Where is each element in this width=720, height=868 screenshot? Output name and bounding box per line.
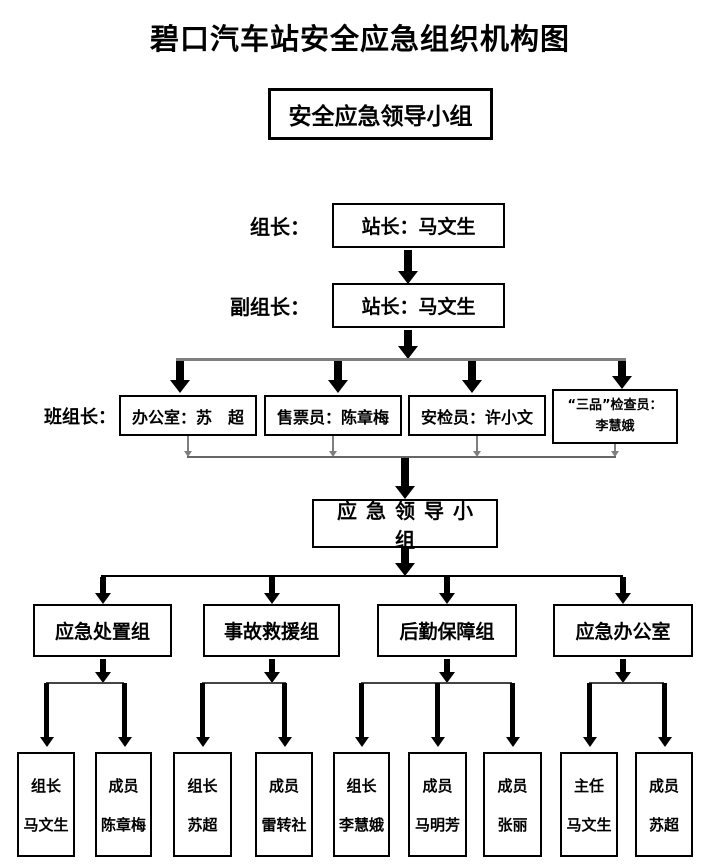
arrow-down [444,659,450,672]
label-leader: 组长： [250,215,310,239]
arrow-down [282,683,287,737]
member-name: 马文生 [23,815,69,834]
member-role: 主任 [573,776,604,795]
arrow-down [334,361,342,380]
box-label-line1: “三品”检查员： [567,398,663,414]
member-name: 苏超 [648,815,679,834]
member-name: 马明芳 [414,815,460,834]
arrow-down [662,683,667,737]
member-role: 成员 [268,776,299,795]
member-box: 组长 李慧娥 [333,752,390,857]
member-box: 组长 马文生 [17,752,75,857]
box-label: 安检员：许小文 [420,407,533,427]
connector-line [101,575,623,577]
box-foreman-security: 安检员：许小文 [408,395,546,436]
box-label: 站长：马文生 [361,296,476,318]
arrow-down [404,250,412,271]
arrow-down [44,683,49,737]
member-box: 成员 陈章梅 [95,752,152,857]
arrow-down [269,577,275,593]
member-name: 马文生 [566,815,612,834]
arrow-down [100,577,106,593]
arrow-down [401,458,409,486]
arrow-down [444,577,450,593]
arrow-down [618,361,626,376]
box-label: 站长：马文生 [361,216,476,238]
arrow-down-thin [187,436,189,451]
box-label: 应急办公室 [575,621,671,643]
member-role: 组长 [187,776,218,795]
box-group-rescue: 事故救援组 [203,604,340,657]
arrow-down [468,361,476,380]
box-label-line2: 李慧娥 [595,418,635,434]
connector-line [46,682,124,684]
member-role: 成员 [108,776,139,795]
page-title: 碧口汽车站安全应急组织机构图 [149,22,570,56]
label-foremen: 班组长： [44,406,116,428]
box-group-response: 应急处置组 [33,604,172,657]
arrow-down [510,683,515,737]
arrow-down [269,659,275,672]
connector-line [187,456,616,458]
member-name: 雷转社 [261,815,307,834]
member-box: 组长 苏超 [173,752,232,857]
member-role: 成员 [648,776,679,795]
box-emergency-leading-group: 应急领导小组 [312,499,498,552]
member-role: 组长 [346,776,377,795]
box-foreman-inspector: “三品”检查员： 李慧娥 [552,389,678,444]
arrow-down [100,659,106,672]
label-deputy-leader: 副组长： [230,295,310,319]
member-name: 张丽 [497,815,528,834]
member-role: 成员 [422,776,453,795]
arrow-down [435,683,440,737]
arrow-down-thin [476,436,478,451]
arrow-down-thin [614,444,616,451]
member-box: 主任 马文生 [560,752,618,857]
connector-line [202,682,286,684]
member-name: 陈章梅 [100,815,146,834]
box-leader: 站长：马文生 [332,203,505,248]
box-group-logistics: 后勤保障组 [377,604,517,657]
box-label: 应急处置组 [54,621,150,643]
arrow-down-thin [332,436,334,451]
arrow-down [359,683,364,737]
box-label: 事故救援组 [223,621,319,643]
box-label: 应急领导小组 [337,498,482,552]
arrow-down [200,683,205,737]
box-label: 办公室：苏 超 [131,407,244,427]
connector-line [589,682,664,684]
arrow-down [122,683,127,737]
member-box: 成员 雷转社 [255,752,313,857]
box-foreman-ticket: 售票员：陈章梅 [264,395,402,436]
box-label: 后勤保障组 [399,621,495,643]
arrow-down [404,330,412,346]
arrow-down [587,683,592,737]
member-name: 李慧娥 [338,815,384,834]
member-role: 成员 [497,776,528,795]
member-name: 苏超 [187,815,218,834]
member-box: 成员 张丽 [483,752,542,857]
box-group-office: 应急办公室 [553,604,693,657]
arrow-down [176,361,184,380]
member-box: 成员 苏超 [635,752,693,857]
connector-line [176,358,626,361]
arrow-down [620,659,626,672]
arrow-down [401,548,409,563]
box-label: 安全应急领导小组 [288,104,473,130]
arrow-down [620,577,626,593]
box-label: 售票员：陈章梅 [276,407,389,427]
member-box: 成员 马明芳 [408,752,467,857]
box-safety-emergency-leading-group: 安全应急领导小组 [268,88,493,140]
box-foreman-office: 办公室：苏 超 [119,395,257,436]
member-role: 组长 [30,776,61,795]
box-deputy-leader: 站长：马文生 [332,283,505,328]
